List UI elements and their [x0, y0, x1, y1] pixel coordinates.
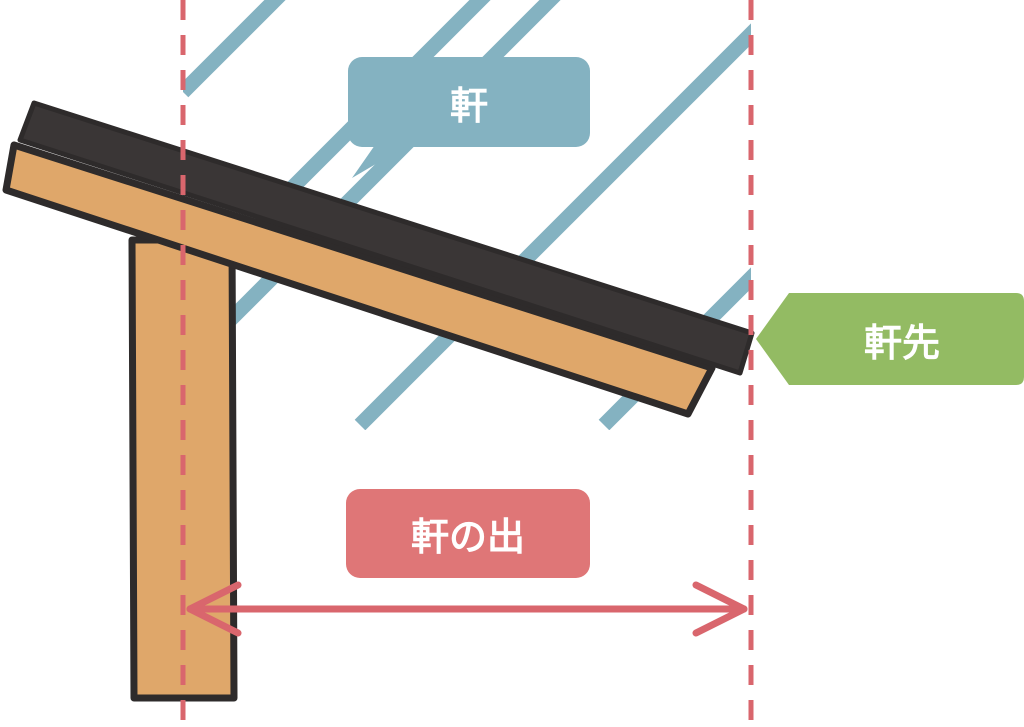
arrow-head-right — [692, 581, 748, 637]
eave-projection-arrow — [186, 581, 748, 637]
eave-label-pointer — [352, 145, 408, 178]
hatch-line — [183, 0, 286, 98]
eave-projection-label: 軒の出 — [346, 489, 590, 578]
hatch-line — [354, 23, 751, 430]
arrow-head-left — [186, 581, 242, 637]
eave-label: 軒 — [348, 57, 590, 147]
guide-lines — [180, 0, 754, 727]
roof — [17, 100, 755, 376]
hatch-line — [284, 0, 491, 196]
eave-tip-label: 軒先 — [863, 320, 940, 365]
eave-tip-tag — [756, 293, 1024, 385]
